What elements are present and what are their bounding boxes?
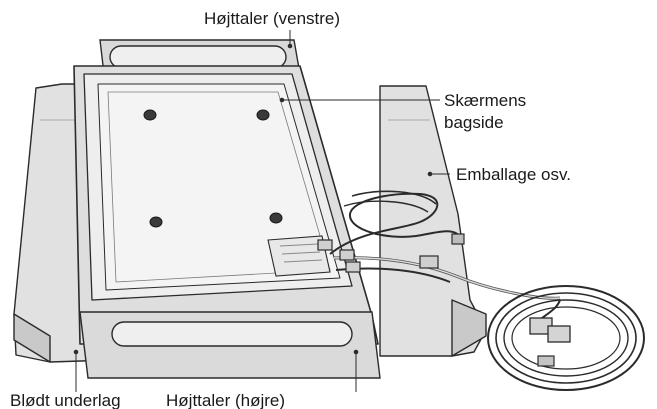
connector-panel (267, 235, 331, 277)
power-cable (329, 190, 465, 255)
label-screen-back-line1: Skærmens (444, 91, 526, 110)
label-screen-back-line2: bagside (444, 113, 504, 132)
leader-lines (73, 30, 450, 392)
speaker-right-shape (79, 311, 381, 379)
label-soft-pad: Blødt underlag (10, 391, 121, 409)
label-speaker-left: Højttaler (venstre) (204, 9, 340, 28)
mounting-screws (143, 109, 283, 228)
cable-plugs (317, 239, 361, 273)
monitor-body (73, 65, 379, 345)
signal-cable (333, 255, 645, 391)
label-speaker-right: Højttaler (højre) (166, 391, 285, 409)
label-packaging: Emballage osv. (456, 165, 571, 184)
